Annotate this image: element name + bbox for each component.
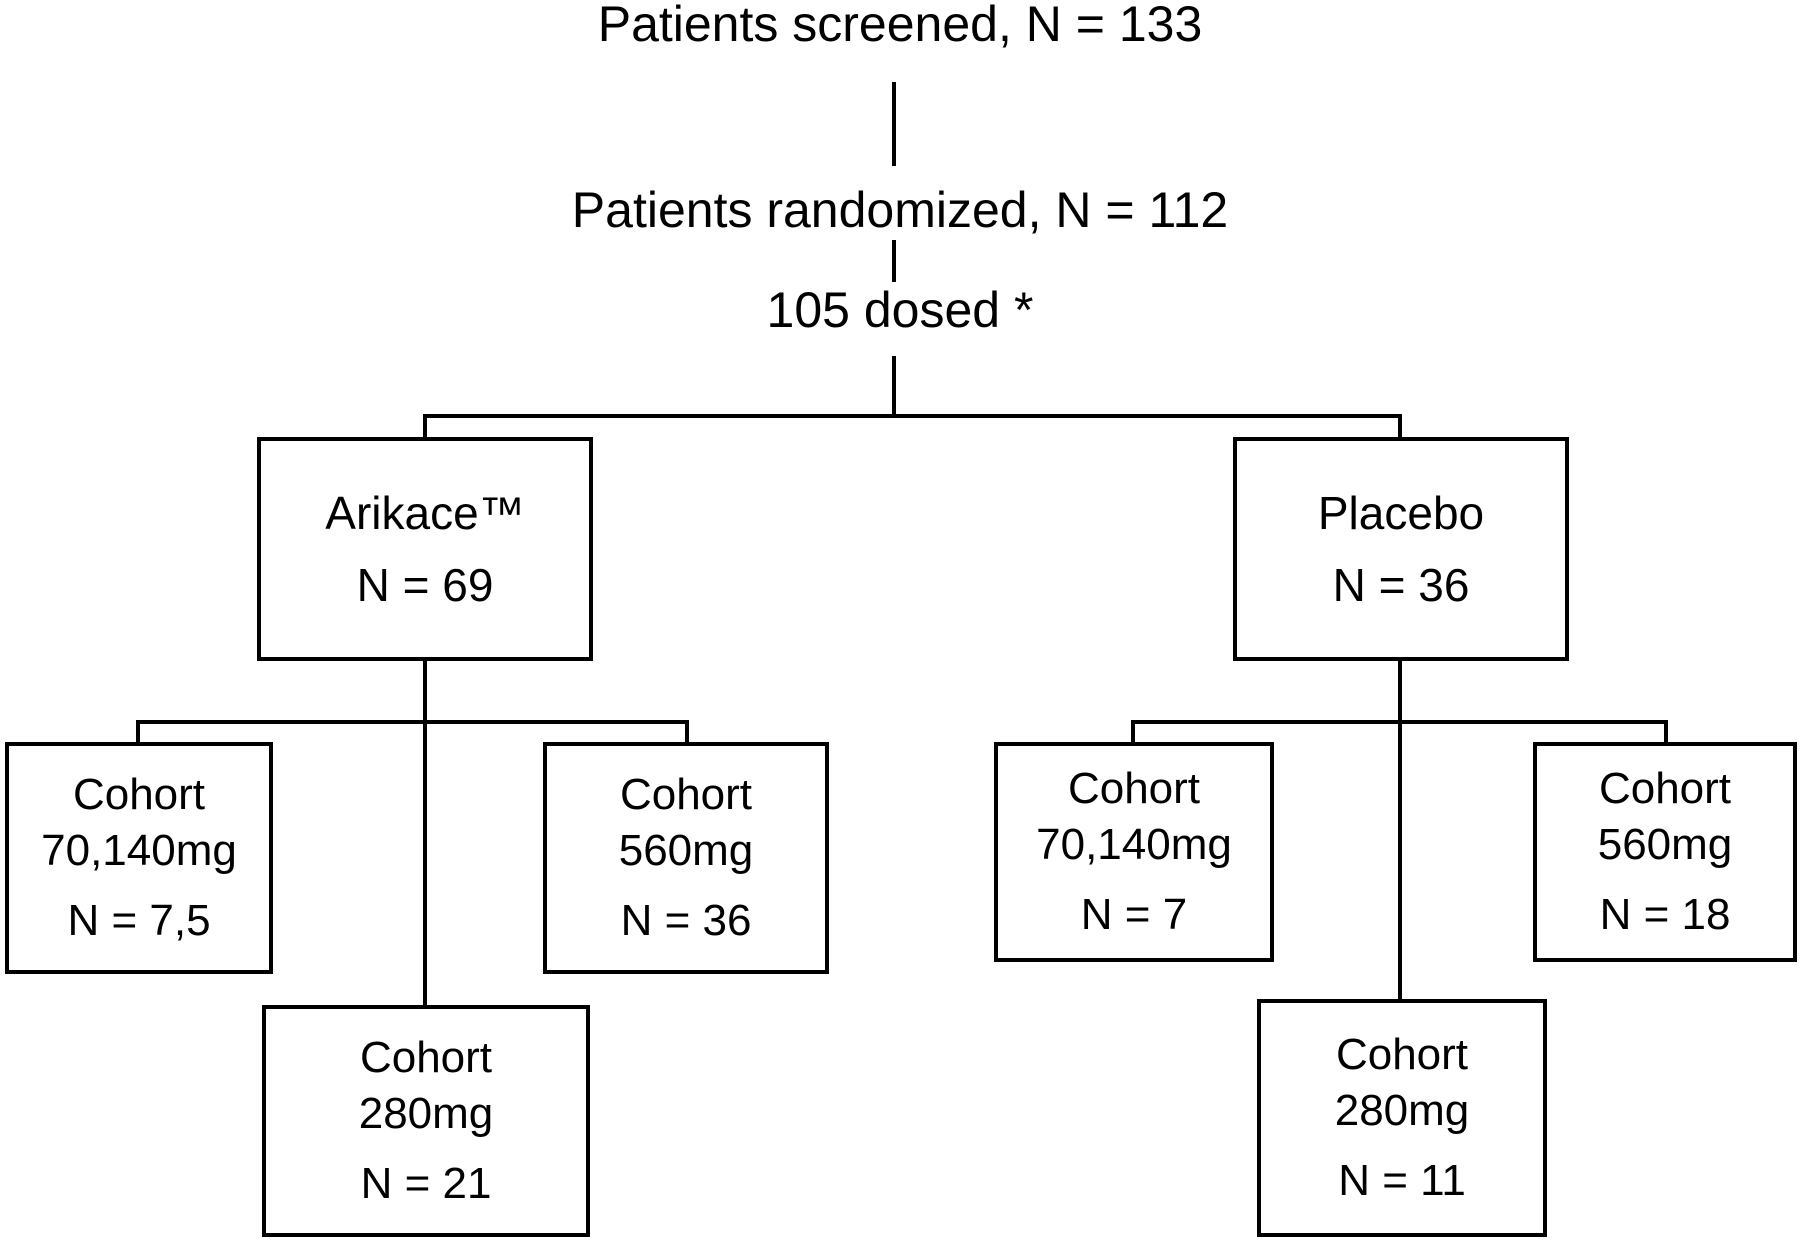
cohort-dose: 70,140mg <box>1036 820 1232 869</box>
cohort-dose: 280mg <box>1334 1086 1470 1135</box>
cohort-label: Cohort <box>1598 764 1732 813</box>
placebo-cohort-280-box: Cohort 280mg N = 11 <box>1257 999 1547 1237</box>
cohort-dose: 70,140mg <box>41 826 237 875</box>
cohort-count: N = 7,5 <box>67 896 211 945</box>
cohort-count: N = 11 <box>1338 1156 1466 1205</box>
cohort-label: Cohort <box>1067 764 1201 813</box>
connector-arikace-branch <box>136 720 689 742</box>
arikace-cohort-70-140-box: Cohort 70,140mg N = 7,5 <box>5 742 273 974</box>
cohort-count: N = 7 <box>1080 890 1188 939</box>
cohort-dose: 280mg <box>358 1089 494 1138</box>
arikace-cohort-280-box: Cohort 280mg N = 21 <box>262 1005 590 1237</box>
connector-split-arms <box>423 414 1402 437</box>
placebo-arm-count: N = 36 <box>1332 559 1470 611</box>
placebo-cohort-560-box: Cohort 560mg N = 18 <box>1533 742 1797 962</box>
arikace-arm-count: N = 69 <box>356 559 494 611</box>
placebo-cohort-70-140-box: Cohort 70,140mg N = 7 <box>994 742 1274 962</box>
placebo-arm-label: Placebo <box>1317 487 1485 539</box>
cohort-count: N = 36 <box>620 896 752 945</box>
arikace-arm-label: Arikace™ <box>325 487 525 539</box>
connector-placebo-branch <box>1131 720 1668 742</box>
placebo-arm-box: Placebo N = 36 <box>1233 437 1569 661</box>
cohort-count: N = 18 <box>1599 890 1731 939</box>
cohort-label: Cohort <box>619 770 753 819</box>
arikace-arm-box: Arikace™ N = 69 <box>257 437 593 661</box>
cohort-dose: 560mg <box>1597 820 1733 869</box>
cohort-label: Cohort <box>72 770 206 819</box>
cohort-label: Cohort <box>359 1033 493 1082</box>
arikace-cohort-560-box: Cohort 560mg N = 36 <box>543 742 829 974</box>
cohort-count: N = 21 <box>360 1159 492 1208</box>
cohort-dose: 560mg <box>618 826 754 875</box>
cohort-label: Cohort <box>1335 1030 1469 1079</box>
patients-screened-label: Patients screened, N = 133 <box>597 0 1203 52</box>
patients-dosed-label: 105 dosed * <box>766 282 1034 338</box>
patients-randomized-label: Patients randomized, N = 112 <box>571 182 1229 238</box>
